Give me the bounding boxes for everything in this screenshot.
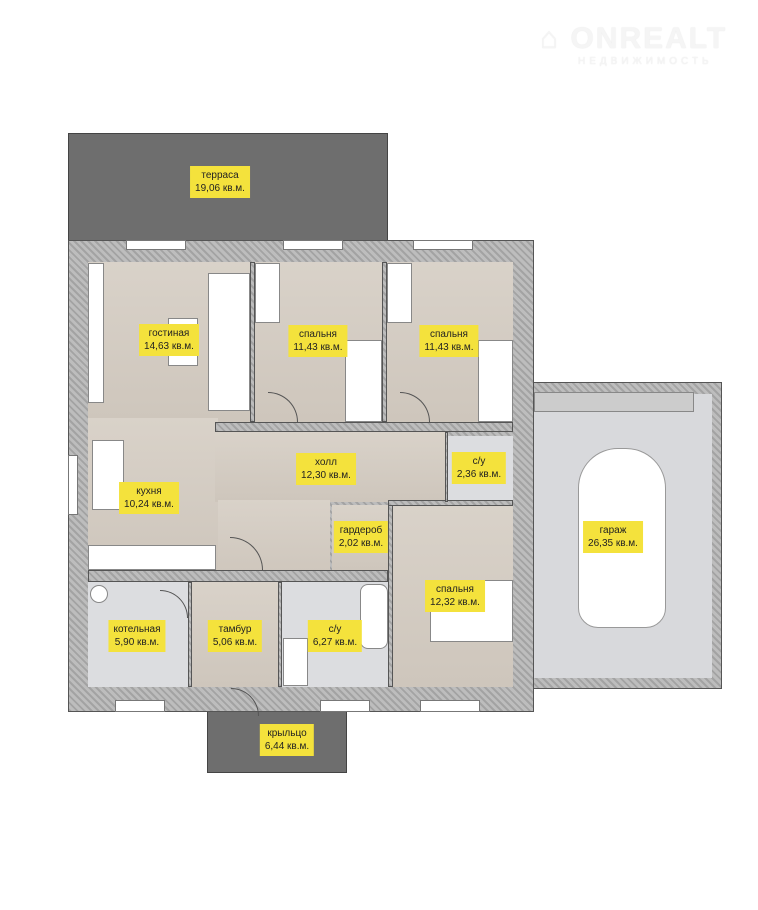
desk — [387, 263, 412, 323]
window — [68, 455, 78, 515]
bed — [478, 340, 513, 422]
room-label-hall: холл 12,30 кв.м. — [296, 453, 356, 485]
label-text: спальня — [299, 329, 337, 340]
room-label-small-bathroom: с/у 2,36 кв.м. — [451, 452, 507, 484]
label-text: 26,35 кв.м. — [588, 538, 638, 549]
window — [126, 240, 186, 250]
inner-wall — [388, 500, 513, 506]
inner-wall — [388, 505, 393, 687]
label-text: с/у — [328, 624, 342, 635]
room-label-bedroom-2: спальня 11,43 кв.м. — [419, 325, 479, 357]
room-label-living-room: гостиная 14,63 кв.м. — [139, 324, 199, 356]
label-text: 5,06 кв.м. — [212, 637, 258, 648]
window — [115, 700, 165, 712]
label-text: тамбур — [218, 624, 252, 635]
label-text: кухня — [136, 486, 162, 497]
label-text: 19,06 кв.м. — [195, 183, 245, 194]
room-label-bathroom: с/у 6,27 кв.м. — [307, 620, 363, 652]
label-text: 2,36 кв.м. — [456, 469, 502, 480]
window — [420, 700, 480, 712]
inner-wall — [188, 582, 192, 687]
inner-wall — [88, 570, 388, 582]
label-text: 12,30 кв.м. — [301, 470, 351, 481]
inner-wall — [382, 262, 387, 422]
label-text: 5,90 кв.м. — [114, 637, 160, 648]
label-text: холл — [315, 457, 337, 468]
inner-wall — [445, 432, 448, 502]
logo-subtitle: НЕДВИЖИМОСТЬ — [578, 56, 713, 67]
label-text: гараж — [599, 525, 627, 536]
label-text: с/у — [472, 456, 486, 467]
room-label-bedroom-3: спальня 12,32 кв.м. — [425, 580, 485, 612]
label-text: спальня — [430, 329, 468, 340]
label-text: 14,63 кв.м. — [144, 341, 194, 352]
room-label-wardrobe: гардероб 2,02 кв.м. — [333, 521, 389, 553]
inner-wall — [250, 262, 255, 422]
onrealt-logo: ⌂ ONREALT НЕДВИЖИМОСТЬ — [540, 22, 728, 67]
label-text: котельная — [113, 624, 161, 635]
label-text: терраса — [201, 170, 239, 181]
inner-wall — [278, 582, 282, 687]
room-label-bedroom-1: спальня 11,43 кв.м. — [288, 325, 348, 357]
label-text: 2,02 кв.м. — [338, 538, 384, 549]
bed — [345, 340, 382, 422]
room-label-vestibule: тамбур 5,06 кв.м. — [207, 620, 263, 652]
window — [283, 240, 343, 250]
bathtub — [360, 584, 388, 649]
room-label-terrace: терраса 19,06 кв.м. — [190, 166, 250, 198]
window — [320, 700, 370, 712]
label-text: гостиная — [148, 328, 190, 339]
label-text: 10,24 кв.м. — [124, 499, 174, 510]
label-text: крыльцо — [267, 728, 307, 739]
inner-wall — [215, 422, 513, 432]
kitchen-counter — [88, 545, 216, 570]
room-label-boiler-room: котельная 5,90 кв.м. — [108, 620, 166, 652]
label-text: спальня — [436, 584, 474, 595]
sink — [283, 638, 308, 686]
label-text: 6,27 кв.м. — [312, 637, 358, 648]
room-label-kitchen: кухня 10,24 кв.м. — [119, 482, 179, 514]
sofa — [208, 273, 250, 411]
room-label-garage: гараж 26,35 кв.м. — [583, 521, 643, 553]
label-text: 6,44 кв.м. — [264, 741, 310, 752]
label-text: 11,43 кв.м. — [293, 342, 343, 353]
label-text: гардероб — [339, 525, 383, 536]
boiler — [90, 585, 108, 603]
logo-name: ONREALT — [570, 22, 728, 55]
desk — [255, 263, 280, 323]
room-label-porch: крыльцо 6,44 кв.м. — [259, 724, 315, 756]
tv-cabinet — [88, 263, 104, 403]
label-text: 11,43 кв.м. — [424, 342, 474, 353]
garage-gate — [534, 392, 694, 412]
window — [413, 240, 473, 250]
label-text: 12,32 кв.м. — [430, 597, 480, 608]
dining-table — [92, 440, 124, 510]
